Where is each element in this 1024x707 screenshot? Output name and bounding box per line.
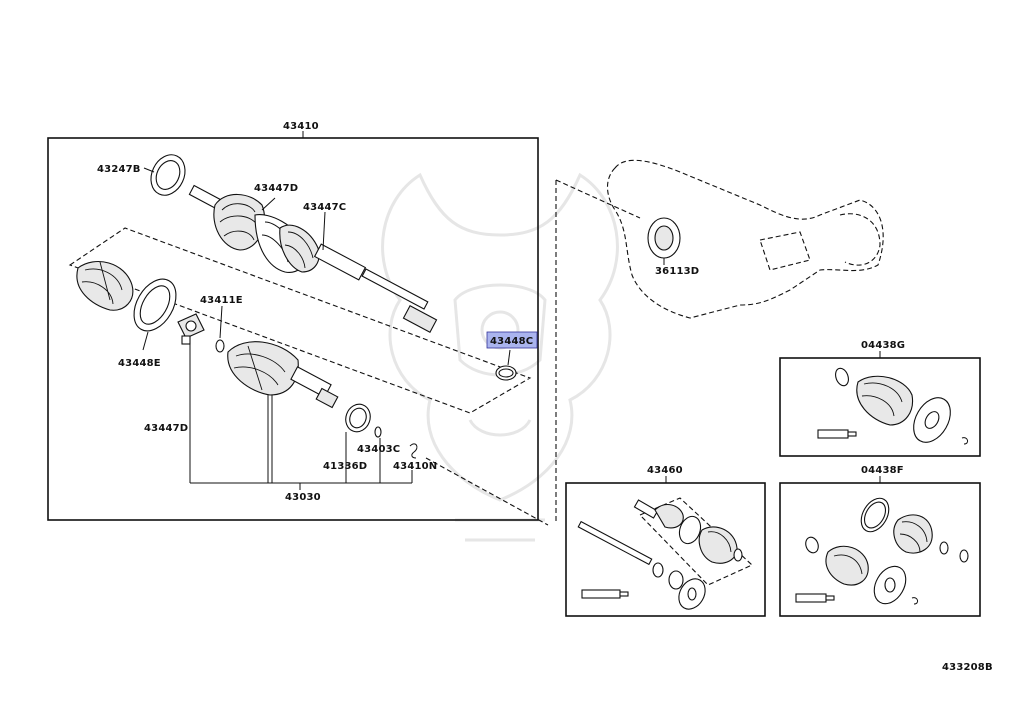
inner-joint-housing bbox=[227, 341, 339, 409]
kit-43460-box bbox=[565, 482, 766, 617]
snap-ring-43411E bbox=[215, 305, 225, 353]
kit-04438F-box bbox=[779, 482, 981, 617]
label-43410N[interactable]: 43410N bbox=[393, 461, 437, 472]
tripod-43447D bbox=[177, 313, 205, 345]
highlight-43448C bbox=[486, 331, 538, 349]
boot-43448E bbox=[76, 260, 177, 351]
clamp-43448C bbox=[495, 349, 517, 381]
label-41336D[interactable]: 41336D bbox=[323, 461, 367, 472]
outer-joint-shaft bbox=[188, 184, 438, 333]
kit-04438G-box bbox=[779, 357, 981, 457]
assembly-43410-box bbox=[47, 131, 539, 521]
label-43403C[interactable]: 43403C bbox=[357, 444, 400, 455]
label-43447D-top[interactable]: 43447D bbox=[254, 183, 298, 194]
label-43460[interactable]: 43460 bbox=[647, 465, 683, 476]
differential-carrier bbox=[606, 159, 884, 319]
label-43448E[interactable]: 43448E bbox=[118, 358, 161, 369]
label-36113D[interactable]: 36113D bbox=[655, 266, 699, 277]
label-43247B[interactable]: 43247B bbox=[97, 164, 141, 175]
ring-43247B bbox=[143, 154, 186, 196]
label-04438F[interactable]: 04438F bbox=[861, 465, 904, 476]
clip-43403C bbox=[374, 426, 382, 438]
label-43410[interactable]: 43410 bbox=[283, 121, 319, 132]
connector-43410N bbox=[425, 457, 549, 526]
inner-kit-dashed-boundary bbox=[68, 227, 532, 414]
label-43411E[interactable]: 43411E bbox=[200, 295, 243, 306]
diagram-code: 433208B bbox=[942, 662, 993, 673]
label-04438G[interactable]: 04438G bbox=[861, 340, 905, 351]
watermark bbox=[381, 172, 619, 542]
label-43030[interactable]: 43030 bbox=[285, 492, 321, 503]
bracket-43030 bbox=[189, 342, 413, 490]
label-43447D-lower[interactable]: 43447D bbox=[144, 423, 188, 434]
seal-41336D bbox=[345, 403, 371, 433]
ring-43410N bbox=[409, 443, 418, 459]
label-43447C[interactable]: 43447C bbox=[303, 202, 346, 213]
connector-carrier bbox=[555, 179, 641, 522]
label-43448C[interactable]: 43448C bbox=[490, 336, 533, 347]
